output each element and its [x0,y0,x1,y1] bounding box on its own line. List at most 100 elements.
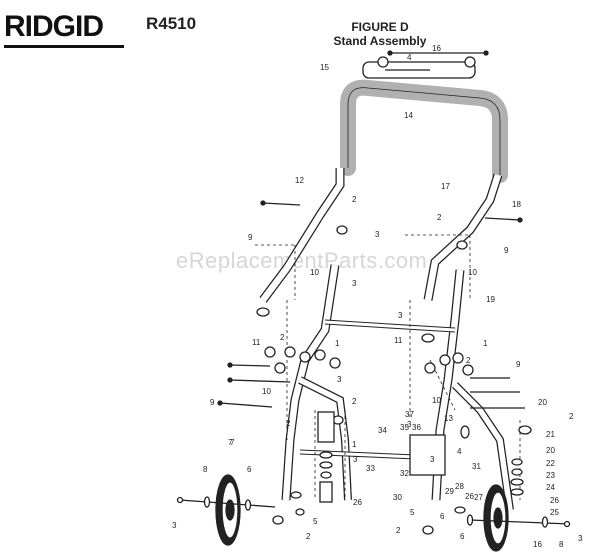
part-number-3: 3 [398,311,403,320]
handle-grip [340,79,508,183]
part-number-27: 27 [474,493,483,502]
wheel-right [469,484,571,552]
part-number-11: 11 [252,338,261,347]
part-number-2: 2 [396,526,401,535]
knob [274,362,286,374]
part-number-18: 18 [512,200,521,209]
part-number-2: 2 [352,195,357,204]
part-number-3: 3 [430,455,435,464]
part-number-28: 28 [455,482,464,491]
ridgid-logo: RIDGID [4,10,124,48]
part-number-3: 3 [578,534,583,543]
right-stack [510,458,524,496]
part-number-23: 23 [546,471,555,480]
part-number-3: 3 [353,455,358,464]
part-number-26: 26 [550,496,559,505]
figure-title-block: FIGURE D Stand Assembly [330,20,430,48]
part-number-33: 33 [366,464,375,473]
part-number-16: 16 [533,540,542,549]
part-number-24: 24 [546,483,555,492]
center-stack [290,411,470,516]
part-number-8: 8 [559,540,564,549]
part-number-32: 32 [400,469,409,478]
wheel-left [179,474,276,546]
knobs [256,225,532,535]
part-number-26: 26 [353,498,362,507]
part-number-30: 30 [393,493,402,502]
cap [421,333,435,343]
part-number-8: 8 [203,465,208,474]
part-number-19: 19 [486,295,495,304]
bracket [464,56,476,68]
part-number-9: 9 [504,246,509,255]
part-number-15: 15 [320,63,329,72]
logo-underline [4,45,124,48]
part-number-21: 21 [546,430,555,439]
part-number-4: 4 [407,53,412,62]
diagram-drawing [176,50,571,552]
part-number-16: 16 [432,44,441,53]
figure-title: FIGURE D [351,20,409,34]
part-number-6: 6 [247,465,252,474]
handle-grip-outline [347,87,501,175]
knob [424,362,436,374]
part-number-25: 25 [550,508,559,517]
part-number-34: 34 [378,426,387,435]
knob [264,346,276,358]
part-number-36: 36 [412,423,421,432]
part-number-13: 13 [444,414,453,423]
cap [422,525,434,535]
bolt [229,379,291,383]
part-number-9: 9 [248,233,253,242]
brand-name: RIDGID [4,10,104,43]
part-number-2: 2 [286,419,291,428]
figure-subtitle: Stand Assembly [333,34,427,48]
part-number-35: 35 [400,423,409,432]
part-number-10: 10 [468,268,477,277]
part-number-2: 2 [569,412,574,421]
part-number-1: 1 [352,440,357,449]
part-number-31: 31 [472,462,481,471]
part-number-29: 29 [445,487,454,496]
part-number-10: 10 [262,387,271,396]
knob [439,354,451,366]
bolt [219,402,273,408]
part-number-10: 10 [310,268,319,277]
part-number-3: 3 [337,375,342,384]
part-number-6: 6 [460,532,465,541]
part-number-37: 37 [405,410,414,419]
part-number-2: 2 [437,213,442,222]
part-number-11: 11 [394,336,403,345]
part-number-5: 5 [313,517,318,526]
part-number-2: 2 [306,532,311,541]
knob [456,240,468,250]
part-number-7: 7 [228,438,233,447]
knob [329,357,341,369]
part-number-20: 20 [538,398,547,407]
bracket [377,56,389,68]
part-number-2: 2 [280,333,285,342]
cap [256,307,270,317]
part-number-7: 7 [230,438,235,447]
part-number-2: 2 [352,397,357,406]
part-number-5: 5 [410,508,415,517]
part-number-1: 1 [483,339,488,348]
part-number-22: 22 [546,459,555,468]
part-number-14: 14 [404,111,413,120]
part-number-3: 3 [407,420,412,429]
part-number-6: 6 [440,512,445,521]
part-number-3: 3 [375,230,380,239]
knob [452,352,464,364]
model-number: R4510 [146,14,197,33]
part-number-3: 3 [352,279,357,288]
part-number-12: 12 [295,176,304,185]
part-number-4: 4 [457,447,462,456]
part-number-2: 2 [466,356,471,365]
bracket-right [409,434,446,476]
knob [284,346,296,358]
cap [272,515,284,525]
part-screw [483,50,489,56]
dashed-guides [255,234,521,500]
